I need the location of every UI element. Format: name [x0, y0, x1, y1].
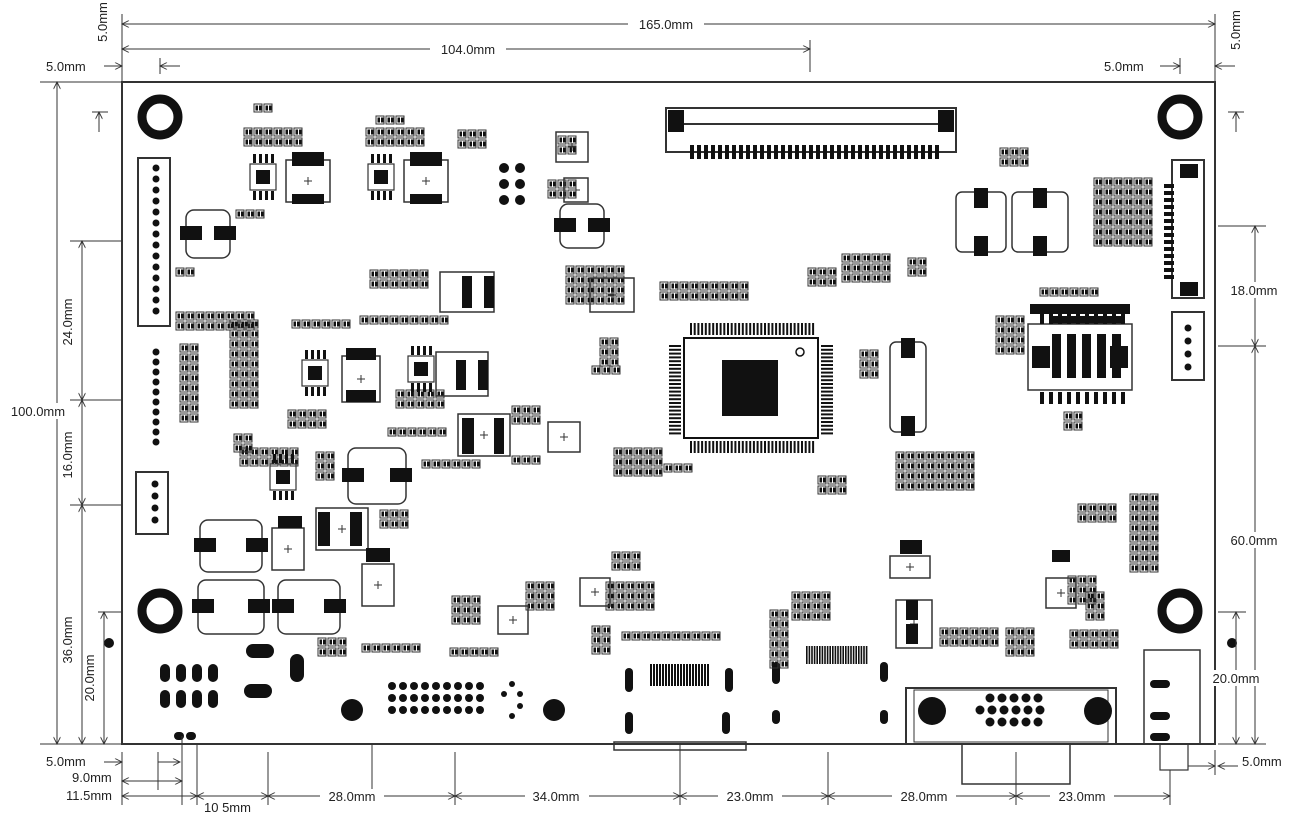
dim-overall-height: 100.0mm — [11, 404, 65, 419]
dim-overall-width: 165.0mm — [639, 17, 693, 32]
dim-top-margin-right: 5.0mm — [1228, 10, 1243, 50]
main-ic — [669, 323, 833, 453]
ref-dot-left — [104, 638, 114, 648]
mounting-hole-top-right — [1157, 94, 1203, 140]
dim-bottom-23-b: 23.0mm — [1059, 789, 1106, 804]
connector-right-small — [1171, 311, 1205, 381]
capacitors — [160, 188, 1069, 740]
dim-right-18: 18.0mm — [1231, 283, 1278, 298]
dim-bottom-margin-left: 5.0mm — [46, 754, 86, 769]
dim-left-margin: 5.0mm — [46, 59, 86, 74]
connector-right-main — [1164, 159, 1205, 299]
keypad-pin-grid — [388, 681, 523, 719]
dim-bottom-11-5: 11.5mm — [66, 788, 112, 803]
mounting-hole-top-left — [137, 94, 183, 140]
dim-top-margin-left: 5.0mm — [95, 2, 110, 42]
connector-left-main — [137, 157, 171, 327]
connector-left-small — [135, 471, 169, 535]
keypad-mount-left — [341, 699, 363, 721]
dim-bottom-10-5: 10 5mm — [204, 800, 251, 815]
mounting-hole-bottom-right — [1157, 588, 1203, 634]
left-pin-column — [152, 348, 160, 446]
dim-bottom-9: 9.0mm — [72, 770, 112, 785]
dim-bottom-28-a: 28.0mm — [329, 789, 376, 804]
vga-connector — [905, 687, 1117, 785]
hdmi-connector — [613, 664, 747, 751]
dim-right-20: 20.0mm — [1213, 671, 1260, 686]
fpc-connector-top — [665, 107, 957, 159]
dim-bottom-34: 34.0mm — [533, 789, 580, 804]
dim-left-24: 24.0mm — [60, 299, 75, 346]
dim-bottom-23-a: 23.0mm — [727, 789, 774, 804]
dim-left-20: 20.0mm — [82, 655, 97, 702]
dim-left-36: 36.0mm — [60, 617, 75, 664]
ffc-connector-bottom — [772, 646, 888, 724]
mounting-hole-bottom-left — [137, 588, 183, 634]
dim-connector-offset: 104.0mm — [441, 42, 495, 57]
dim-bottom-margin-right: 5.0mm — [1242, 754, 1282, 769]
dim-left-16: 16.0mm — [60, 432, 75, 479]
keypad-mount-right — [543, 699, 565, 721]
dim-right-margin: 5.0mm — [1104, 59, 1144, 74]
smd-components — [175, 103, 1159, 669]
dim-bottom-28-b: 28.0mm — [901, 789, 948, 804]
dim-right-60: 60.0mm — [1231, 533, 1278, 548]
audio-jack — [1143, 649, 1201, 771]
